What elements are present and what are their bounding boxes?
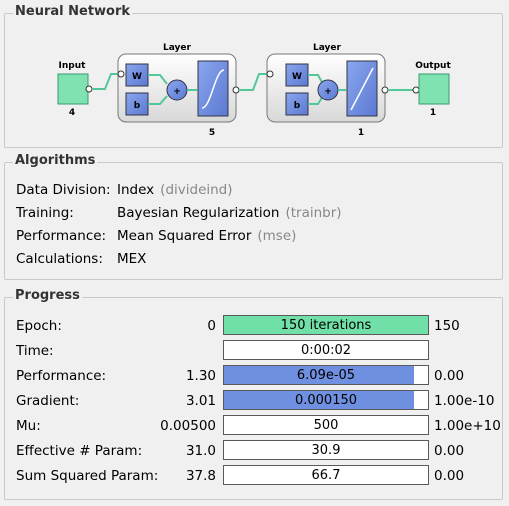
effective-param-max: 0.00 <box>434 443 465 459</box>
input-block <box>57 73 89 105</box>
gradient-progress-bar: 0.000150 <box>223 390 429 410</box>
effective-param-value: 30.9 <box>311 443 341 458</box>
output-layer-title: Layer <box>313 43 342 53</box>
output-sum-label: + <box>324 87 332 97</box>
performance-max: 0.00 <box>434 368 465 384</box>
input-label: Input <box>59 61 87 71</box>
performance-label: Performance: <box>16 368 107 384</box>
progress-title: Progress <box>13 288 82 303</box>
sum-squared-param-value: 66.7 <box>311 468 341 483</box>
time-value: 0:00:02 <box>300 343 352 358</box>
hidden-bias-label: b <box>134 101 141 111</box>
training-value: Bayesian Regularization(trainbr) <box>117 205 342 221</box>
mu-max: 1.00e+10 <box>434 418 501 434</box>
hidden-layer-title: Layer <box>163 43 192 53</box>
mu-min: 0.00500 <box>160 418 216 434</box>
performance-min: 1.30 <box>185 368 216 384</box>
performance-value: Mean Squared Error(mse) <box>117 228 297 244</box>
progress-row-effective-param: Effective # Param: 31.0 30.9 0.00 <box>5 440 502 462</box>
sum-squared-param-label: Sum Squared Param: <box>16 468 159 484</box>
algorithms-title: Algorithms <box>13 153 98 168</box>
data-division-label: Data Division: <box>16 182 111 198</box>
performance-label: Performance: <box>16 228 107 244</box>
epoch-min: 0 <box>207 318 216 334</box>
epoch-max: 150 <box>434 318 460 334</box>
training-label: Training: <box>16 205 74 221</box>
time-progress-bar: 0:00:02 <box>223 340 429 360</box>
hidden-weight-label: W <box>132 72 142 82</box>
sum-squared-param-progress-bar: 66.7 <box>223 465 429 485</box>
layer-to-layer-line <box>239 73 268 91</box>
mu-value: 500 <box>313 418 339 433</box>
network-diagram: Input 4 Layer W b + 5 Layer W b <box>57 43 451 138</box>
input-size: 4 <box>69 108 75 118</box>
calculations-label: Calculations: <box>16 251 103 267</box>
effective-param-progress-bar: 30.9 <box>223 440 429 460</box>
output-weight-label: W <box>292 72 302 82</box>
progress-row-time: Time: 0:00:02 <box>5 340 502 362</box>
neural-network-group: Neural Network Input 4 Layer W b <box>4 4 503 148</box>
sum-squared-param-max: 0.00 <box>434 468 465 484</box>
hidden-layer-size: 5 <box>209 128 215 138</box>
progress-row-epoch: Epoch: 0 150 iterations 150 <box>5 315 502 337</box>
progress-row-gradient: Gradient: 3.01 0.000150 1.00e-10 <box>5 390 502 412</box>
mu-label: Mu: <box>16 418 41 434</box>
output-label: Output <box>415 61 451 71</box>
output-bias-label: b <box>294 101 301 111</box>
calculations-value: MEX <box>117 251 147 267</box>
output-layer-size: 1 <box>358 128 364 138</box>
effective-param-label: Effective # Param: <box>16 443 143 459</box>
neural-network-title: Neural Network <box>13 4 133 19</box>
performance-progress-bar: 6.09e-05 <box>223 365 429 385</box>
gradient-min: 3.01 <box>185 393 216 409</box>
sum-squared-param-min: 37.8 <box>185 468 216 484</box>
performance-value: 6.09e-05 <box>296 368 356 383</box>
algorithms-group: Algorithms Data Division: Index(dividein… <box>4 153 503 280</box>
time-label: Time: <box>16 343 54 359</box>
gradient-max: 1.00e-10 <box>434 393 495 409</box>
hidden-sum-label: + <box>173 87 181 97</box>
progress-row-sum-squared-param: Sum Squared Param: 37.8 66.7 0.00 <box>5 465 502 487</box>
input-to-layer-line <box>92 73 120 90</box>
epoch-progress-fill <box>224 316 428 334</box>
output-size: 1 <box>430 108 436 118</box>
gradient-label: Gradient: <box>16 393 80 409</box>
input-connector <box>85 85 93 93</box>
epoch-value: 150 iterations <box>280 318 372 333</box>
epoch-label: Epoch: <box>16 318 62 334</box>
progress-row-mu: Mu: 0.00500 500 1.00e+10 <box>5 415 502 437</box>
output-block <box>418 73 450 105</box>
effective-param-min: 31.0 <box>185 443 216 459</box>
gradient-value: 0.000150 <box>294 393 358 408</box>
mu-progress-bar: 500 <box>223 415 429 435</box>
epoch-progress-bar: 150 iterations <box>223 315 429 335</box>
data-division-value: Index(divideind) <box>117 182 233 198</box>
gradient-progress-fill <box>224 391 414 409</box>
performance-progress-fill <box>224 366 414 384</box>
progress-row-performance: Performance: 1.30 6.09e-05 0.00 <box>5 365 502 387</box>
